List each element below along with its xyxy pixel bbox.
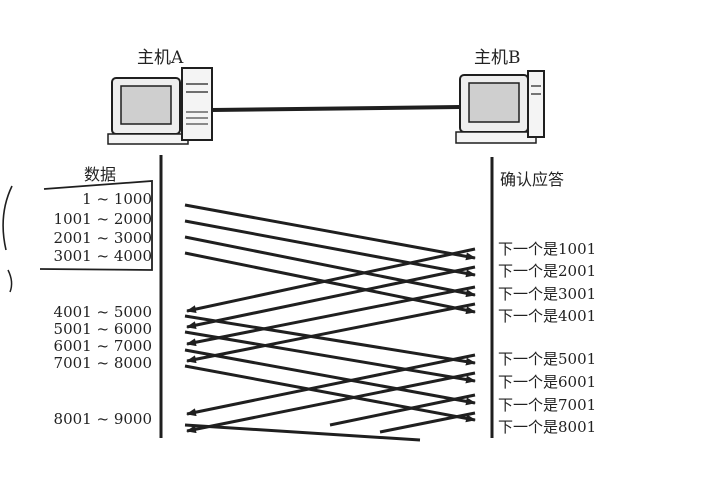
data-arrow-2 [184,219,476,278]
data-segment-label-1: 1 ~ 1000 [82,190,152,208]
ack-column-header: 确认应答 [500,170,565,189]
ack-label-3: 下一个是3001 [498,285,597,303]
handwritten-mark-left [2,185,13,251]
ack-arrow-6 [186,371,476,434]
host-a-label: 主机A [137,48,184,68]
host-b-computer-icon [455,70,545,144]
data-segment-label-5: 4001 ~ 5000 [53,303,152,321]
ack-arrow-8 [379,411,476,434]
network-link [211,105,461,112]
data-arrow-1 [184,203,476,261]
ack-arrow-7 [329,393,476,427]
data-arrow-6 [184,330,476,384]
data-segment-label-3: 2001 ~ 3000 [53,229,152,247]
data-segment-label-8: 7001 ~ 8000 [53,354,152,372]
host-b-label: 主机B [474,48,521,68]
ack-arrows [186,247,476,434]
data-arrow-8 [184,364,476,423]
data-arrow-5 [184,314,476,366]
ack-arrow-1 [186,247,476,314]
ack-label-8: 下一个是8001 [498,418,597,436]
ack-label-4: 下一个是4001 [498,307,597,325]
handwritten-bracket [39,180,153,271]
ack-arrow-2 [186,265,476,330]
ack-label-2: 下一个是2001 [498,262,597,280]
data-segment-label-7: 6001 ~ 7000 [53,337,152,355]
ack-label-5: 下一个是5001 [498,350,597,368]
data-arrow-7 [184,348,476,406]
ack-arrow-5 [186,353,476,417]
ack-label-1: 下一个是1001 [498,240,597,258]
data-arrows [184,203,476,442]
data-arrow-4 [184,251,476,315]
data-arrow-3 [184,235,476,298]
host-a-computer-icon [107,67,213,145]
data-column-header: 数据 [84,165,117,184]
ack-label-6: 下一个是6001 [498,373,597,391]
ack-arrow-3 [186,285,476,347]
data-segment-label-6: 5001 ~ 6000 [53,320,152,338]
handwritten-mark-small [7,269,13,293]
data-segment-label-9: 8001 ~ 9000 [53,410,152,428]
data-segment-label-4: 3001 ~ 4000 [53,247,152,265]
data-segment-label-2: 1001 ~ 2000 [53,210,152,228]
data-arrow-9 [184,423,421,442]
ack-arrow-4 [186,302,476,364]
ack-label-7: 下一个是7001 [498,396,597,414]
